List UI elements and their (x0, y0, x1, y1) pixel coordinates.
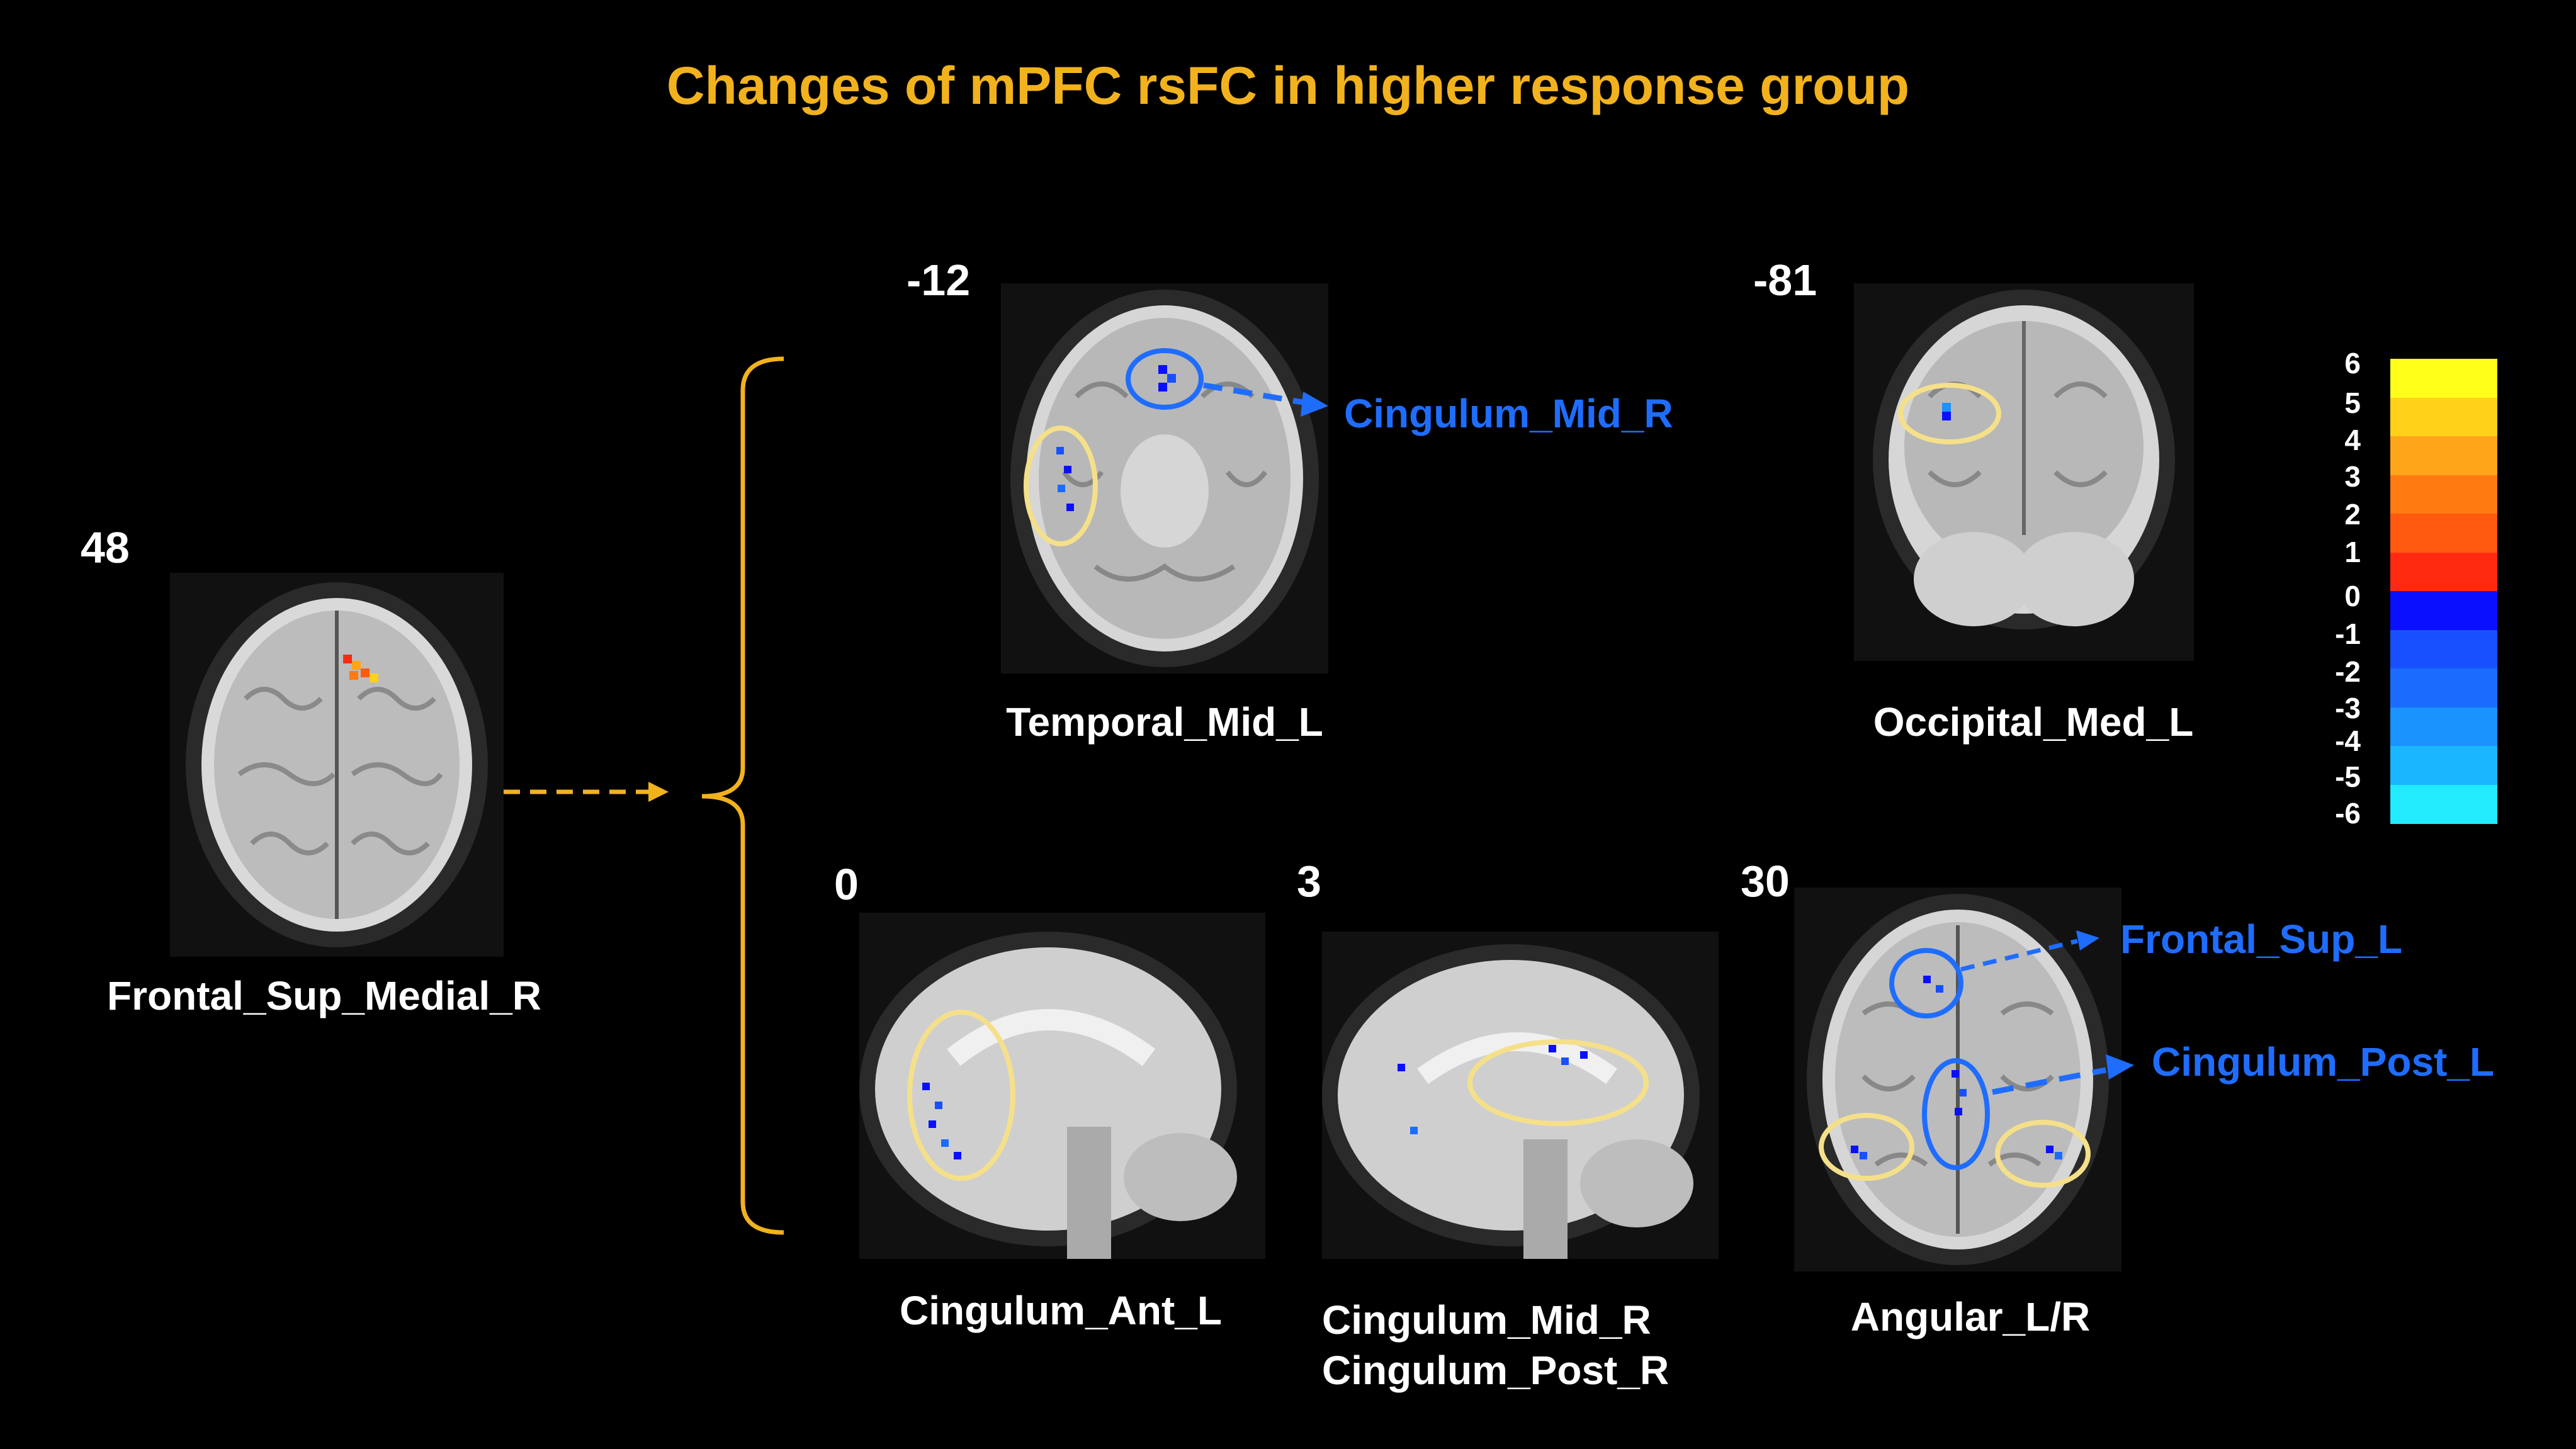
colorbar-segment (2390, 514, 2497, 553)
colorbar-segment (2390, 475, 2497, 514)
colorbar (2390, 359, 2497, 824)
cingulum-ant-sagittal-brain-image (859, 913, 1265, 1259)
cingulum-ant-yellow-ellipse (907, 1010, 1015, 1181)
colorbar-tick-label: -5 (2335, 760, 2361, 793)
colorbar-tick-label: -6 (2335, 797, 2361, 830)
cingulum-post-arrowhead (2106, 1054, 2134, 1080)
angular-blue-ellipse-middle (1922, 1058, 1990, 1170)
colorbar-tick-label: 3 (2344, 460, 2361, 493)
colorbar-segment (2390, 629, 2497, 669)
occipital-yellow-ellipse (1898, 383, 2001, 444)
temporal-region-label: Temporal_Mid_L (1006, 699, 1323, 745)
colorbar-tick-label: -4 (2335, 724, 2361, 757)
colorbar-tick-label: -1 (2335, 617, 2361, 650)
colorbar-tick-label: 0 (2344, 580, 2361, 612)
colorbar-tick-label: 1 (2344, 536, 2361, 568)
frontal-sup-l-callout-label: Frontal_Sup_L (2120, 916, 2403, 962)
temporal-yellow-ellipse (1024, 426, 1098, 546)
grouping-bracket (701, 356, 784, 1235)
cingulum-post-callout-arrow (1992, 1067, 2106, 1095)
cingulum-mid-callout-arrow (1203, 382, 1307, 406)
colorbar-ticks: 6 5 4 3 2 1 0 -1 -2 -3-4-5 -6 (2298, 346, 2361, 843)
colorbar-segment (2390, 746, 2497, 786)
colorbar-tick-label: 6 (2344, 347, 2361, 380)
colorbar-segment (2390, 397, 2497, 437)
colorbar-segment (2390, 436, 2497, 476)
colorbar-segment (2390, 707, 2497, 747)
colorbar-segment (2390, 591, 2497, 631)
colorbar-segment (2390, 552, 2497, 592)
cingulum-ant-slice-number: 0 (834, 860, 859, 909)
seed-arrowhead (648, 782, 669, 802)
colorbar-tick-label: -2 (2335, 655, 2361, 688)
seed-axial-brain-image (170, 573, 504, 957)
angular-axial-brain-image (1794, 888, 2121, 1271)
colorbar-segment (2390, 784, 2497, 824)
colorbar-segment (2390, 359, 2497, 398)
cingulum-mid-sagittal-brain-image (1322, 932, 1719, 1259)
frontal-sup-callout-arrow (1960, 939, 2078, 972)
angular-blue-ellipse-top (1889, 948, 1963, 1018)
colorbar-tick-label: 5 (2344, 386, 2361, 419)
temporal-blue-ellipse (1126, 348, 1204, 410)
cingulum-mid-region-label-line2: Cingulum_Post_R (1322, 1348, 1669, 1393)
colorbar-segment (2390, 668, 2497, 708)
occipital-slice-number: -81 (1753, 256, 1817, 305)
angular-region-label: Angular_L/R (1850, 1294, 2091, 1339)
cingulum-mid-r-callout-label: Cingulum_Mid_R (1344, 391, 1673, 436)
angular-slice-number: 30 (1741, 857, 1790, 906)
seed-region-label: Frontal_Sup_Medial_R (107, 973, 541, 1018)
cingulum-mid-arrowhead (1301, 392, 1328, 417)
cingulum-ant-region-label: Cingulum_Ant_L (900, 1288, 1222, 1333)
cingulum-mid-slice-number: 3 (1297, 857, 1321, 906)
temporal-slice-number: -12 (907, 256, 971, 305)
cingulum-mid-yellow-ellipse (1467, 1039, 1649, 1126)
seed-slice-number: 48 (81, 523, 130, 572)
occipital-region-label: Occipital_Med_L (1873, 699, 2194, 745)
cingulum-mid-region-label-line1: Cingulum_Mid_R (1322, 1297, 1651, 1343)
frontal-sup-arrowhead (2076, 930, 2099, 950)
colorbar-tick-label: 4 (2344, 424, 2361, 456)
figure-title: Changes of mPFC rsFC in higher response … (666, 56, 1910, 115)
cingulum-post-l-callout-label: Cingulum_Post_L (2152, 1039, 2495, 1085)
angular-yellow-ellipse-right (1995, 1120, 2091, 1188)
colorbar-tick-label: 2 (2344, 498, 2361, 531)
angular-yellow-ellipse-left (1819, 1113, 1914, 1181)
colorbar-tick-label: -3 (2335, 692, 2361, 724)
